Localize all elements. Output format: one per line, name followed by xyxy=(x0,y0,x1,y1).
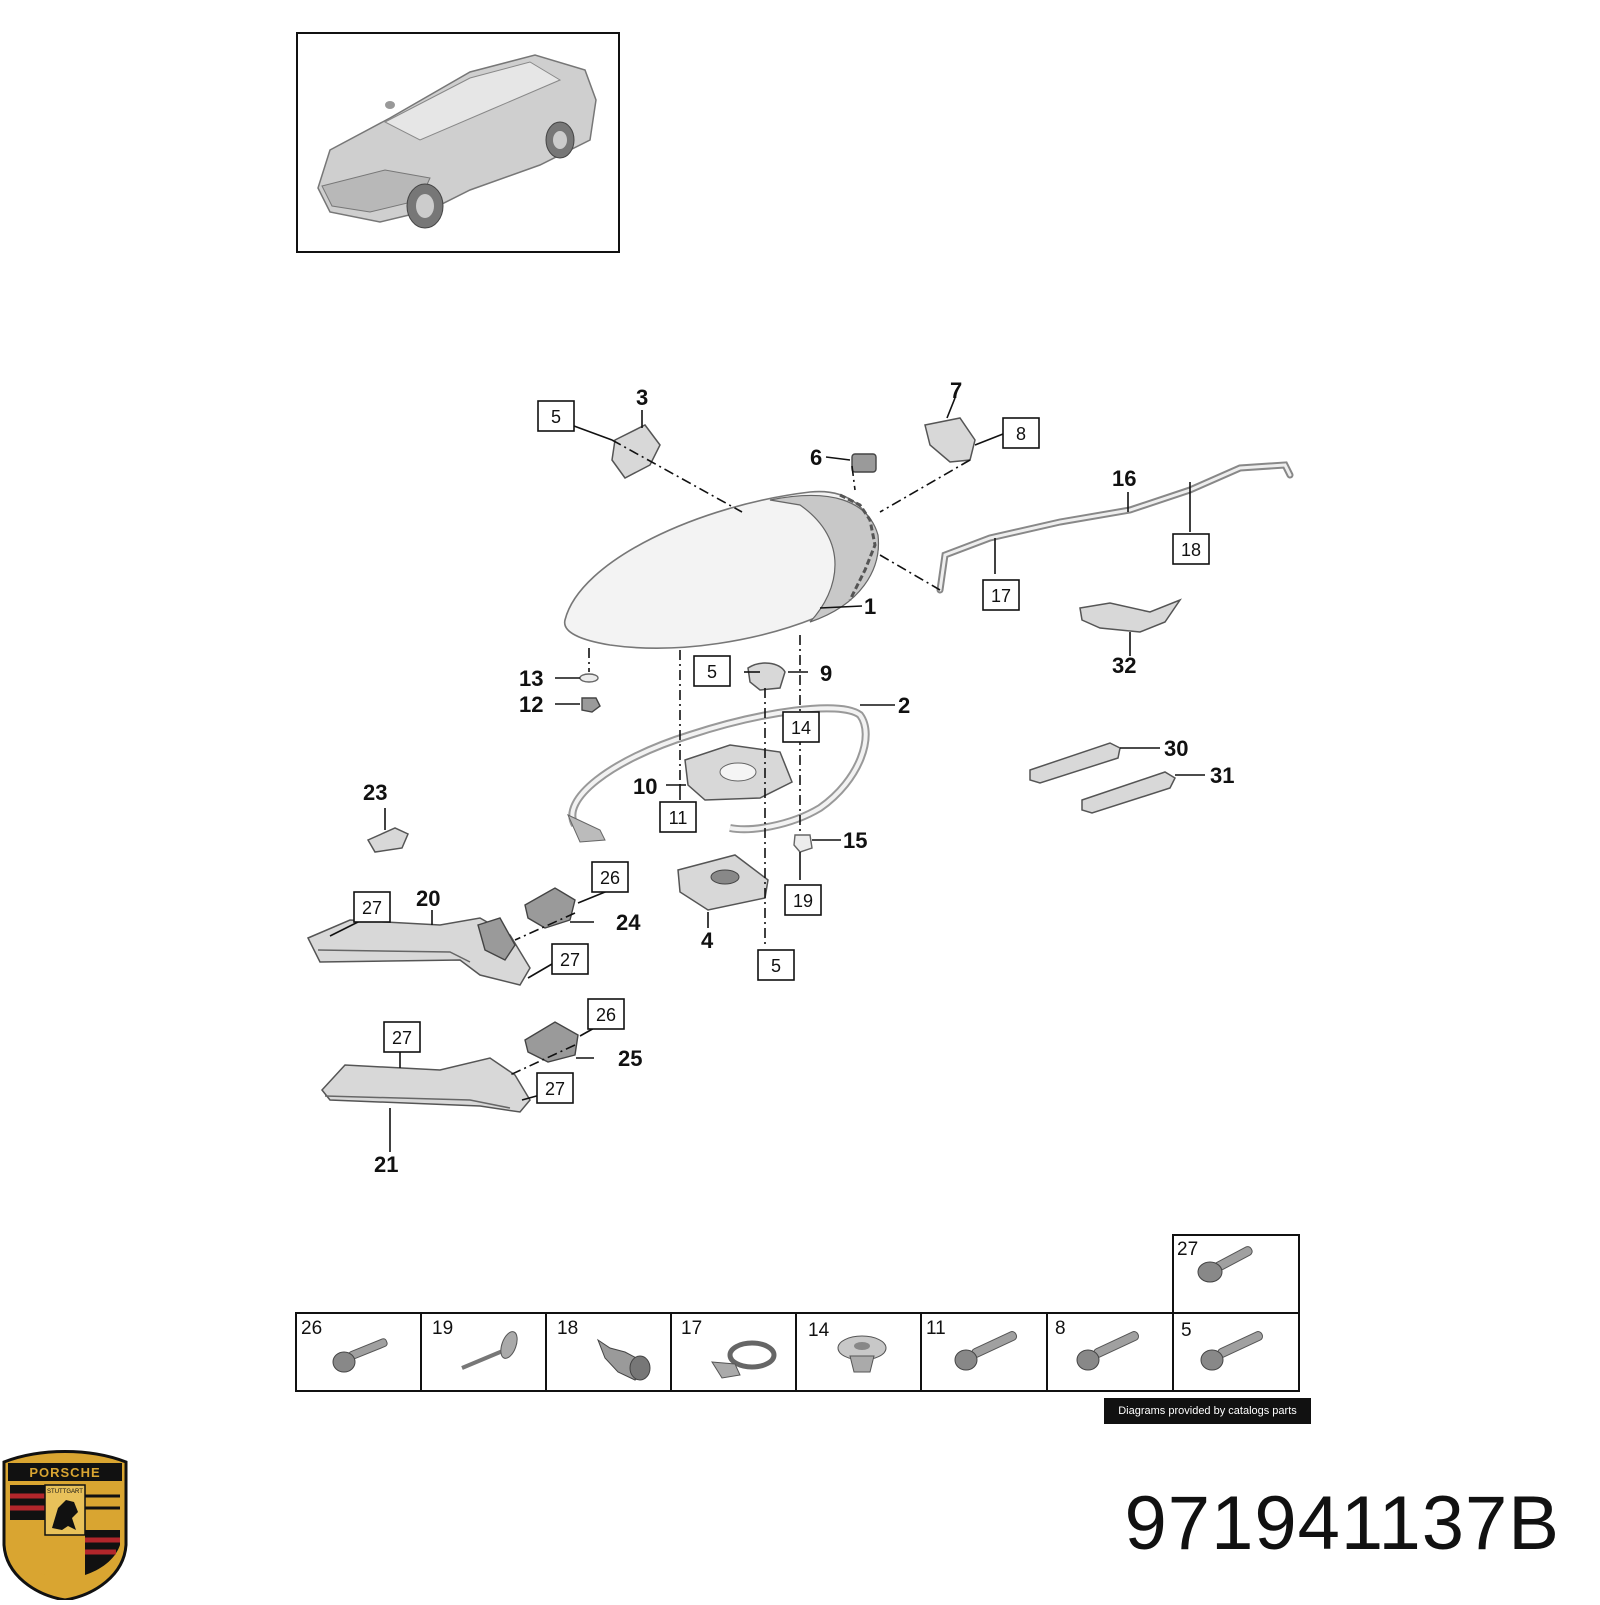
callout-7: 7 xyxy=(950,378,962,403)
ref-box: 27 xyxy=(353,891,391,923)
ref-box: 27 xyxy=(383,1021,421,1053)
fastener-cell-label: 14 xyxy=(808,1320,830,1341)
ref-box: 5 xyxy=(537,400,575,432)
callout-30: 30 xyxy=(1164,736,1188,761)
grommet-icon xyxy=(837,1335,887,1373)
cover-30 xyxy=(1029,742,1121,784)
connector-25 xyxy=(524,1021,579,1063)
callout-9: 9 xyxy=(820,661,832,686)
callout-31: 31 xyxy=(1210,763,1234,788)
screw-icon xyxy=(332,1338,388,1373)
headlamp-housing xyxy=(564,490,880,649)
washer-13 xyxy=(579,673,599,683)
ref-box: 5 xyxy=(757,949,795,981)
vehicle-thumbnail xyxy=(296,32,620,253)
ref-box: 26 xyxy=(591,861,629,893)
callout-1: 1 xyxy=(864,594,876,619)
fastener-cell-label: 17 xyxy=(681,1318,702,1339)
svg-text:PORSCHE: PORSCHE xyxy=(29,1465,100,1480)
callout-32: 32 xyxy=(1112,653,1136,678)
callout-10: 10 xyxy=(633,774,657,799)
svg-text:26: 26 xyxy=(596,1005,616,1025)
nut-12 xyxy=(581,697,601,713)
callout-25: 25 xyxy=(618,1046,642,1071)
clamp-icon xyxy=(711,1340,777,1379)
callout-13: 13 xyxy=(519,666,543,691)
leader-lines xyxy=(329,397,1205,1152)
connector-6 xyxy=(851,453,877,473)
clip-9 xyxy=(747,662,786,691)
svg-text:18: 18 xyxy=(1181,540,1201,560)
bracket-3 xyxy=(611,424,661,479)
svg-text:5: 5 xyxy=(551,407,561,427)
svg-text:27: 27 xyxy=(362,898,382,918)
callout-3: 3 xyxy=(636,385,648,410)
clip-15 xyxy=(793,834,813,853)
svg-text:17: 17 xyxy=(991,586,1011,606)
bracket-7 xyxy=(924,417,976,463)
ref-box: 11 xyxy=(659,801,697,833)
callout-15: 15 xyxy=(843,828,867,853)
screw-icon xyxy=(1076,1331,1140,1371)
callout-2: 2 xyxy=(898,693,910,718)
callout-20: 20 xyxy=(416,886,440,911)
connector-24 xyxy=(524,887,576,929)
callout-24: 24 xyxy=(616,910,641,935)
svg-text:11: 11 xyxy=(669,808,688,828)
fastener-cell-label: 18 xyxy=(557,1318,578,1339)
svg-text:26: 26 xyxy=(600,868,620,888)
clip-23 xyxy=(366,827,409,853)
boxed-refs: 5 8 5 14 11 17 18 19 5 26 27 27 26 27 27 xyxy=(353,400,1210,1104)
svg-text:8: 8 xyxy=(1016,424,1026,444)
fastener-cell-label: 27 xyxy=(1177,1239,1198,1260)
svg-text:5: 5 xyxy=(771,956,781,976)
fastener-cell-label: 26 xyxy=(301,1318,322,1339)
screw-icon xyxy=(1197,1246,1253,1283)
fastener-cell-label: 8 xyxy=(1055,1318,1066,1339)
svg-text:19: 19 xyxy=(793,891,813,911)
ref-box: 17 xyxy=(982,579,1020,611)
callouts: 1 2 3 4 6 7 9 10 12 13 15 16 20 21 23 24… xyxy=(363,378,1234,1177)
drl-module-21 xyxy=(321,1057,531,1113)
svg-text:14: 14 xyxy=(791,718,811,738)
svg-text:27: 27 xyxy=(392,1028,412,1048)
ref-box: 26 xyxy=(587,998,625,1030)
ref-box: 19 xyxy=(784,884,822,916)
callout-6: 6 xyxy=(810,445,822,470)
screw-icon xyxy=(1200,1331,1264,1371)
svg-text:STUTTGART: STUTTGART xyxy=(47,1489,83,1495)
callout-23: 23 xyxy=(363,780,387,805)
pin-icon xyxy=(461,1331,518,1370)
fastener-cell-label: 5 xyxy=(1181,1320,1192,1341)
cover-31 xyxy=(1081,771,1176,814)
bracket-32 xyxy=(1079,598,1183,633)
svg-text:27: 27 xyxy=(560,950,580,970)
callout-12: 12 xyxy=(519,692,543,717)
callout-16: 16 xyxy=(1112,466,1136,491)
svg-text:27: 27 xyxy=(545,1079,565,1099)
fastener-cell-label: 11 xyxy=(926,1318,946,1339)
clip-icon xyxy=(596,1338,651,1381)
fastener-cell-label: 19 xyxy=(432,1318,453,1339)
svg-text:5: 5 xyxy=(707,662,717,682)
ref-box: 8 xyxy=(1002,417,1040,449)
porsche-crest-logo: PORSCHE STUTTGART xyxy=(2,1450,128,1602)
ref-box: 27 xyxy=(536,1072,574,1104)
credit-banner: Diagrams provided by catalogs parts xyxy=(1104,1398,1311,1424)
callout-21: 21 xyxy=(374,1152,398,1177)
fastener-table: 27 26 19 18 17 14 11 8 5 xyxy=(295,1234,1300,1392)
ref-box: 14 xyxy=(782,711,820,743)
ref-box: 18 xyxy=(1172,533,1210,565)
ref-box: 5 xyxy=(693,655,731,687)
callout-4: 4 xyxy=(701,928,714,953)
part-number: 971941137B xyxy=(1124,1481,1560,1566)
ref-box: 27 xyxy=(551,943,589,975)
screw-icon xyxy=(954,1331,1018,1371)
